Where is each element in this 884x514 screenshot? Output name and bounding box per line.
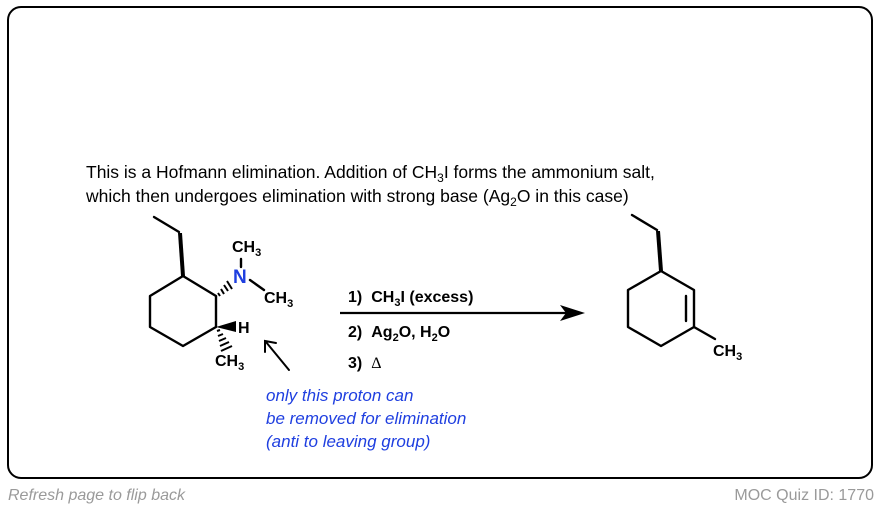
product-methyl-subscript: 3 [736,351,742,363]
reactant-methyl-bottom-subscript: 3 [238,361,244,373]
condition-step-1-reagent: CH [371,289,394,306]
reactant-methyl-top-subscript: 3 [255,247,261,259]
product-ethyl-bond-2 [630,213,659,232]
reactant-methyl-top-label: CH3 [232,239,261,259]
reactant-methyl-top-text: CH [232,239,255,256]
reactant-ring [148,274,218,348]
condition-step-1-number: 1) [348,289,362,306]
reactant-methyl-right-subscript: 3 [287,298,293,310]
reactant-n-methyl-right-bond [248,278,266,292]
condition-step-2-subscript-2: 2 [432,332,438,344]
explanation-line-2-part-b: O in this case) [516,186,629,206]
reactant-methyl-right-label: CH3 [264,290,293,310]
product-molecule [626,213,717,348]
reactant-methyl-hash-bond [216,329,233,352]
reactant-nitrogen-label: N [233,267,247,288]
condition-step-2: 2)Ag2O, H2O [348,324,450,344]
condition-step-1-subscript: 3 [394,297,400,309]
product-methyl-label: CH3 [713,343,742,363]
condition-step-3-number: 3) [348,355,362,372]
explanation-line-1-subscript: 3 [437,171,444,185]
reactant-hydrogen-label: H [238,320,250,337]
proton-annotation: only this proton can be removed for elim… [266,384,466,453]
proton-annotation-line-3: (anti to leaving group) [266,432,431,451]
condition-step-1-reagent-rest: I (excess) [400,289,473,306]
reactant-ethyl-wedge [178,233,185,276]
explanation-text: This is a Hofmann elimination. Addition … [86,160,866,208]
explanation-line-2-part-a: which then undergoes elimination with st… [86,186,511,206]
condition-step-3: 3) Δ [348,355,382,372]
product-ethyl-wedge [656,231,663,271]
condition-step-2-reagent-mid: O, H [399,324,432,341]
explanation-line-2-subscript: 2 [510,195,517,209]
condition-step-2-number: 2) [348,324,362,341]
condition-step-2-reagent: Ag [371,324,392,341]
product-ring [626,269,696,348]
proton-annotation-line-2: be removed for elimination [266,409,467,428]
refresh-hint: Refresh page to flip back [8,487,185,504]
reaction-arrow-head [560,305,585,321]
reactant-n-hash-bond [217,280,233,297]
condition-step-1: 1) CH3I (excess) [348,289,473,309]
condition-step-2-subscript: 2 [393,332,399,344]
quiz-card[interactable] [7,6,873,479]
reactant-h-wedge [216,321,236,332]
product-methyl-text: CH [713,343,736,360]
condition-step-2-reagent-end: O [438,324,450,341]
reactant-methyl-bottom-label: CH3 [215,353,244,373]
reactant-methyl-bottom-text: CH [215,353,238,370]
reactant-methyl-right-text: CH [264,290,287,307]
quiz-id: MOC Quiz ID: 1770 [734,487,874,504]
explanation-line-1-part-a: This is a Hofmann elimination. Addition … [86,162,438,182]
annotation-arrow [264,339,290,371]
heat-delta-symbol: Δ [371,355,381,372]
explanation-line-1-part-b: I forms the ammonium salt, [443,162,655,182]
reactant-molecule [148,215,266,348]
proton-annotation-line-1: only this proton can [266,386,414,405]
explanation-line-2: which then undergoes elimination with st… [86,184,866,208]
product-methyl-bond [692,325,717,341]
reactant-ethyl-bond-2 [152,215,181,234]
explanation-line-1: This is a Hofmann elimination. Addition … [86,160,866,184]
